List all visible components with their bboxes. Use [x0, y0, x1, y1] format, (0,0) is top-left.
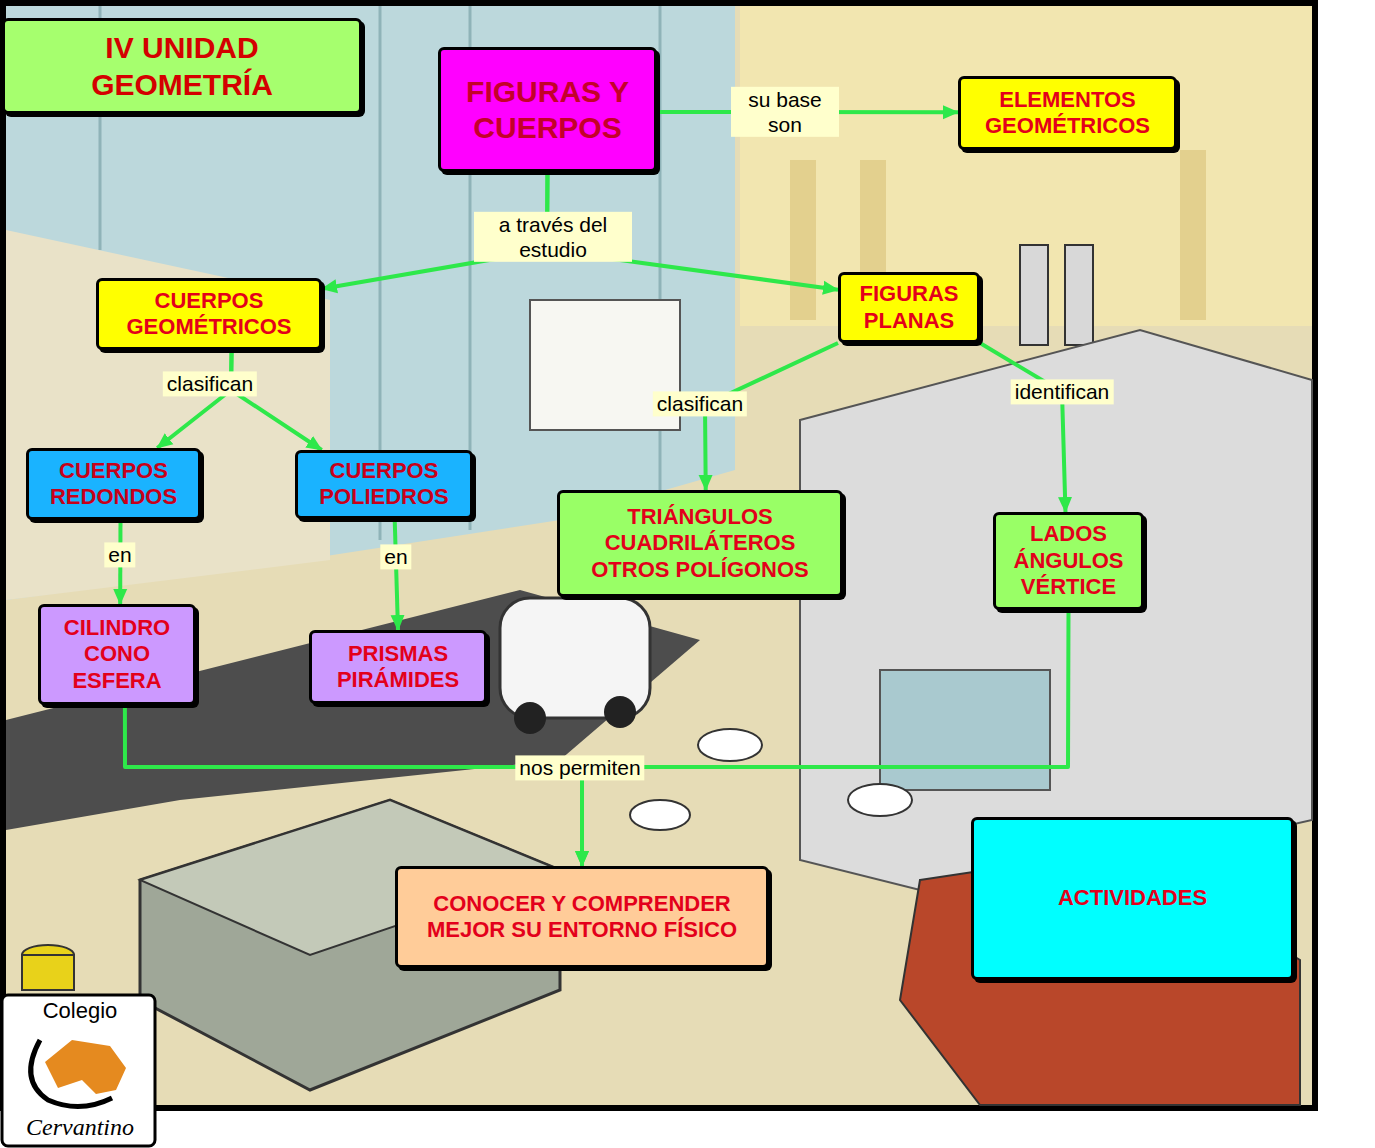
- edge-label-holder: identifican: [1011, 379, 1114, 404]
- logo-text: Colegio: [43, 998, 118, 1024]
- edge-label: clasifican: [653, 391, 747, 416]
- logo-label-holder: Cervantino: [26, 1114, 134, 1141]
- chimney: [1020, 245, 1048, 345]
- concept-text: CILINDRO CONO ESFERA: [50, 615, 184, 694]
- connector-arrow: [395, 519, 398, 630]
- edge-label: en: [104, 542, 135, 567]
- edge-label: clasifican: [163, 371, 257, 396]
- concept-box: CILINDRO CONO ESFERA: [38, 604, 196, 705]
- edge-label-holder: a través del estudio: [474, 212, 632, 262]
- building-interior: [6, 230, 330, 600]
- concept-box: CUERPOS GEOMÉTRICOS: [96, 278, 322, 350]
- car-wheel: [514, 702, 546, 734]
- cafe-table: [630, 800, 690, 830]
- concept-text: CUERPOS POLIEDROS: [307, 458, 461, 511]
- title-text: IV UNIDAD GEOMETRÍA: [32, 29, 332, 104]
- concept-box: TRIÁNGULOS CUADRILÁTEROS OTROS POLÍGONOS: [557, 490, 843, 597]
- edge-label-holder: su base son: [731, 87, 839, 137]
- concept-text: LADOS ÁNGULOS VÉRTICE: [1005, 521, 1132, 600]
- cafe-table: [698, 729, 762, 761]
- concept-text: CUERPOS GEOMÉTRICOS: [108, 288, 310, 341]
- connector-arrow: [231, 350, 322, 450]
- concept-box: CUERPOS POLIEDROS: [295, 450, 473, 519]
- concept-text: PRISMAS PIRÁMIDES: [321, 641, 475, 694]
- title-box: IV UNIDAD GEOMETRÍA: [2, 18, 362, 114]
- concept-box: CUERPOS REDONDOS: [26, 448, 201, 520]
- scene-frame: [3, 3, 1315, 1108]
- glass-window: [880, 670, 1050, 790]
- concept-box: CONOCER Y COMPRENDER MEJOR SU ENTORNO FÍ…: [395, 866, 769, 968]
- concept-box: ELEMENTOS GEOMÉTRICOS: [958, 76, 1177, 150]
- edge-label-holder: clasifican: [163, 371, 257, 396]
- edge-label-holder: en: [104, 542, 135, 567]
- edge-label: en: [380, 544, 411, 569]
- concept-text: ELEMENTOS GEOMÉTRICOS: [970, 87, 1165, 140]
- right-building: [800, 330, 1312, 900]
- cafe-table: [848, 784, 912, 816]
- logo-box: [2, 995, 155, 1146]
- logo-label-holder: Colegio: [43, 998, 118, 1024]
- edge-label: su base son: [731, 87, 839, 137]
- concept-box: LADOS ÁNGULOS VÉRTICE: [993, 512, 1144, 610]
- connector-arrow: [980, 343, 1065, 512]
- chimney: [1065, 245, 1093, 345]
- connector-arrow: [125, 705, 582, 866]
- concept-text: ACTIVIDADES: [983, 885, 1282, 911]
- concept-text: CONOCER Y COMPRENDER MEJOR SU ENTORNO FÍ…: [407, 891, 757, 944]
- car-wheel: [604, 696, 636, 728]
- concept-box: FIGURAS PLANAS: [838, 272, 980, 343]
- edge-label-holder: en: [380, 544, 411, 569]
- concept-box: FIGURAS Y CUERPOS: [438, 47, 657, 172]
- barrel: [22, 955, 74, 990]
- edge-label-holder: clasifican: [653, 391, 747, 416]
- logo-text: Cervantino: [26, 1114, 134, 1141]
- concept-text: FIGURAS Y CUERPOS: [450, 74, 645, 146]
- edge-label: identifican: [1011, 379, 1114, 404]
- concept-text: FIGURAS PLANAS: [850, 281, 968, 334]
- street: [6, 590, 700, 830]
- edge-label: a través del estudio: [474, 212, 632, 262]
- concept-box: PRISMAS PIRÁMIDES: [309, 630, 487, 704]
- column: [1180, 150, 1206, 320]
- column: [790, 160, 816, 320]
- concept-box: ACTIVIDADES: [971, 817, 1294, 980]
- logo-horse: [45, 1040, 126, 1094]
- edge-label-holder: nos permiten: [515, 755, 644, 780]
- edge-label: nos permiten: [515, 755, 644, 780]
- concept-text: TRIÁNGULOS CUADRILÁTEROS OTROS POLÍGONOS: [569, 504, 831, 583]
- concept-text: CUERPOS REDONDOS: [38, 458, 189, 511]
- connector-arrow: [157, 350, 231, 448]
